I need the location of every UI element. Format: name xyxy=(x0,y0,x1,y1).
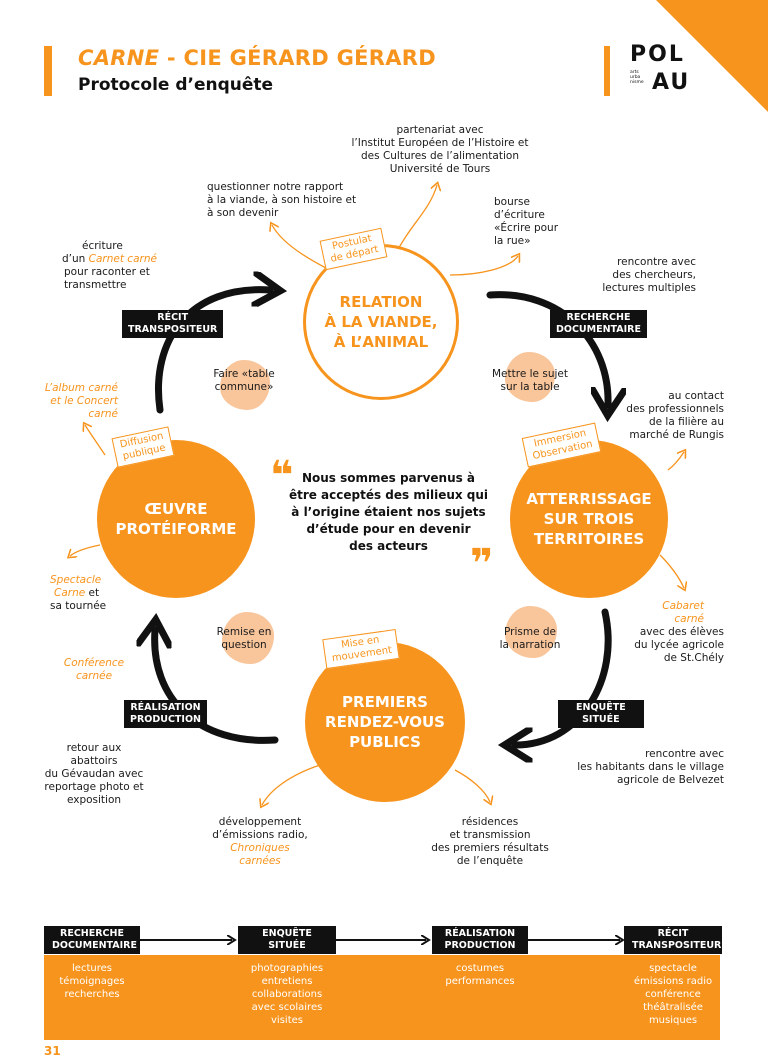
timeline-step-recherche: RECHERCHE DOCUMENTAIRE lectures témoigna… xyxy=(44,926,140,1001)
note-developpement-radio: développement d’émissions radio, Chroniq… xyxy=(212,816,308,867)
page-number: 31 xyxy=(44,1044,61,1058)
note-cabaret-carne: Cabaret carné avec des élèves du lycée a… xyxy=(634,600,724,664)
note-residences: résidences et transmission des premiers … xyxy=(431,816,549,867)
blob-text-table-commune: Faire «table commune» xyxy=(213,368,275,393)
circle-atterrissage: ATTERRISSAGE SUR TROIS TERRITOIRES xyxy=(510,440,668,598)
label-recit-transpositeur: RÉCIT TRANSPOSITEUR xyxy=(122,310,224,338)
thin-connectors xyxy=(70,185,684,805)
blob-text-prisme-narration: Prisme de la narration xyxy=(499,626,561,651)
note-partenariat: partenariat avec l’Institut Européen de … xyxy=(351,124,529,175)
header-accent-bar xyxy=(44,46,52,96)
corner-decoration xyxy=(656,0,768,112)
note-spectacle-carne: Spectacle Carne et sa tournée xyxy=(50,574,107,612)
note-bourse: bourse d’écriture «Écrire pour la rue» xyxy=(494,196,559,247)
note-questionner: questionner notre rapport à la viande, à… xyxy=(207,181,357,219)
label-realisation-production: RÉALISATION PRODUCTION xyxy=(124,700,207,728)
note-rencontre-habitants: rencontre avec les habitants dans le vil… xyxy=(577,748,724,786)
logo-accent-bar xyxy=(604,46,610,96)
label-enquete-situee: ENQUÊTE SITUÉE xyxy=(558,700,644,728)
bottom-timeline-band xyxy=(44,955,720,1040)
timeline-step-recit: RÉCIT TRANSPOSITEUR spectacle émissions … xyxy=(624,926,722,1027)
page-title: CARNE - CIE GÉRARD GÉRARD xyxy=(78,46,437,70)
timeline-step-realisation: RÉALISATION PRODUCTION costumes performa… xyxy=(432,926,528,988)
note-album-carne: L’album carné et le Concert carné xyxy=(44,382,118,420)
timeline-step-enquete: ENQUÊTE SITUÉE photographies entretiens … xyxy=(238,926,336,1027)
blob-bottom-right xyxy=(505,606,557,658)
blob-top-right xyxy=(505,352,555,402)
note-retour-abattoirs: retour aux abattoirs du Gévaudan avec re… xyxy=(44,742,144,806)
note-contact-rungis: au contact des professionnels de la fili… xyxy=(626,390,724,441)
page-subtitle: Protocole d’enquête xyxy=(78,75,274,95)
quote-close-icon: ❞ xyxy=(470,541,494,587)
circle-premiers-rendez-vous: PREMIERS RENDEZ-VOUS PUBLICS xyxy=(305,642,465,802)
blob-bottom-left xyxy=(222,612,274,664)
note-rencontre-chercheurs: rencontre avec des chercheurs, lectures … xyxy=(602,256,696,294)
blob-text-remise-en-question: Remise en question xyxy=(216,626,272,651)
label-recherche-documentaire: RECHERCHE DOCUMENTAIRE xyxy=(550,310,647,338)
note-ecriture: écriture d’un Carnet carné pour raconter… xyxy=(62,240,157,291)
circle-relation-viande: RELATION À LA VIANDE, À L’ANIMAL xyxy=(303,244,459,400)
note-conference-carnee: Conférence carnée xyxy=(63,657,125,682)
polau-logo: POL arts urba nisme AU xyxy=(630,42,691,95)
quote-open-icon: ❝ xyxy=(270,453,294,499)
blob-text-mettre-sujet: Mettre le sujet sur la table xyxy=(492,368,568,393)
center-quote: Nous sommes parvenus à être acceptés des… xyxy=(288,471,489,553)
blob-top-left xyxy=(220,360,270,410)
